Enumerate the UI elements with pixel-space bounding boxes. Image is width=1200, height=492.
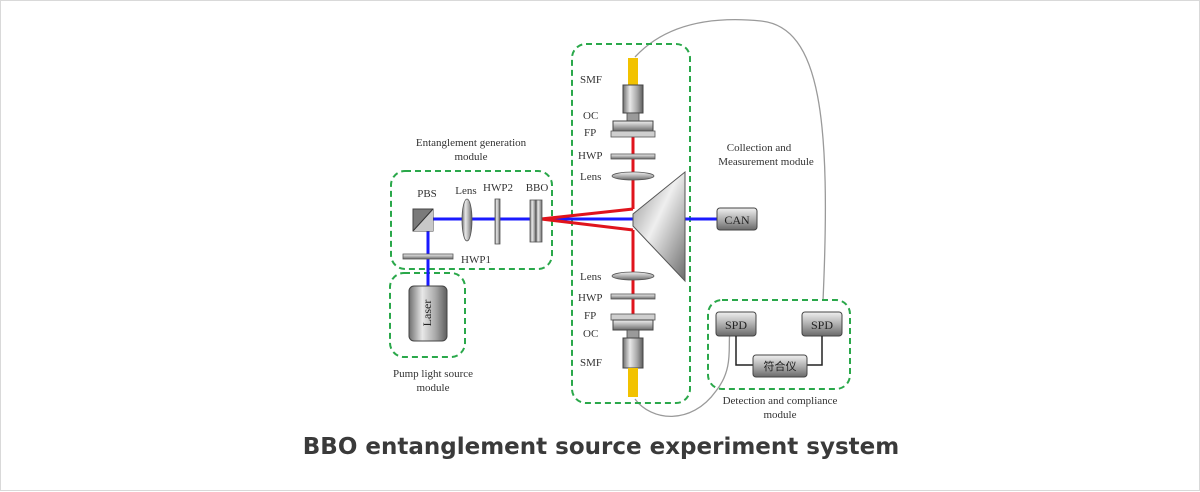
spd-left-wire — [735, 336, 753, 366]
pump-light-source-label-line2: module — [417, 382, 450, 394]
fiber-cable-upper — [634, 18, 827, 302]
entanglement-generation-label-line1: Entanglement generation — [416, 137, 527, 149]
hwp2-label: HWP2 — [483, 182, 513, 194]
laser-label: Laser — [420, 300, 434, 327]
pbs-cube — [412, 208, 434, 232]
entangled-beam-upper-diagonal — [540, 207, 634, 221]
bbo-crystal — [529, 199, 543, 243]
upper-smf-label: SMF — [580, 74, 602, 86]
lower-arm-optics — [610, 271, 656, 397]
pbs-label: PBS — [417, 188, 437, 200]
spd-right-wire — [807, 336, 823, 366]
detection-compliance-module-border — [707, 299, 851, 390]
bbo-label: BBO — [526, 182, 549, 194]
can-label: CAN — [724, 213, 750, 227]
lower-hwp-plate — [610, 293, 656, 300]
upper-lens — [611, 171, 655, 181]
lower-fp-label: FP — [584, 310, 596, 322]
lower-smf-label: SMF — [580, 357, 602, 369]
upper-arm-optics — [610, 58, 656, 181]
lower-fiber-tip — [628, 368, 638, 397]
hwp1-label: HWP1 — [461, 254, 491, 266]
can-block: CAN — [716, 207, 758, 231]
entanglement-generation-module-border — [390, 170, 553, 270]
collection-measurement-label-line2: Measurement module — [718, 156, 814, 168]
lower-lens-label: Lens — [580, 271, 601, 283]
upper-hwp-plate — [610, 153, 656, 160]
spd-left-box: SPD — [715, 311, 757, 337]
upper-oc-label: OC — [583, 110, 598, 122]
pump-light-source-label-line1: Pump light source — [393, 368, 473, 380]
upper-fp-label: FP — [584, 127, 596, 139]
lower-oc-label: OC — [583, 328, 598, 340]
coincidence-counter-label: 符合仪 — [764, 359, 797, 373]
hwp2-plate — [494, 198, 501, 245]
detection-compliance-label-line1: Detection and compliance — [723, 395, 838, 407]
hwp1-plate — [402, 253, 454, 260]
upper-fiber-tip — [628, 58, 638, 85]
fiber-cable-lower — [634, 325, 732, 417]
spd-left-label: SPD — [725, 318, 747, 332]
spd-right-label: SPD — [811, 318, 833, 332]
upper-lens-label: Lens — [580, 171, 601, 183]
entangled-beam-lower-diagonal — [540, 217, 634, 232]
upper-hwp-label: HWP — [578, 150, 602, 162]
collection-measurement-label-line1: Collection and — [727, 142, 792, 154]
lower-lens — [611, 271, 655, 281]
entanglement-generation-label-line2: module — [455, 151, 488, 163]
detection-compliance-label-line2: module — [764, 409, 797, 421]
lower-hwp-label: HWP — [578, 292, 602, 304]
lens-label: Lens — [455, 185, 476, 197]
reflection-prism — [632, 170, 686, 283]
figure-caption: BBO entanglement source experiment syste… — [302, 434, 900, 460]
laser-source: Laser — [408, 285, 448, 342]
coincidence-counter-box: 符合仪 — [752, 354, 808, 378]
lens — [461, 198, 473, 242]
spd-right-box: SPD — [801, 311, 843, 337]
